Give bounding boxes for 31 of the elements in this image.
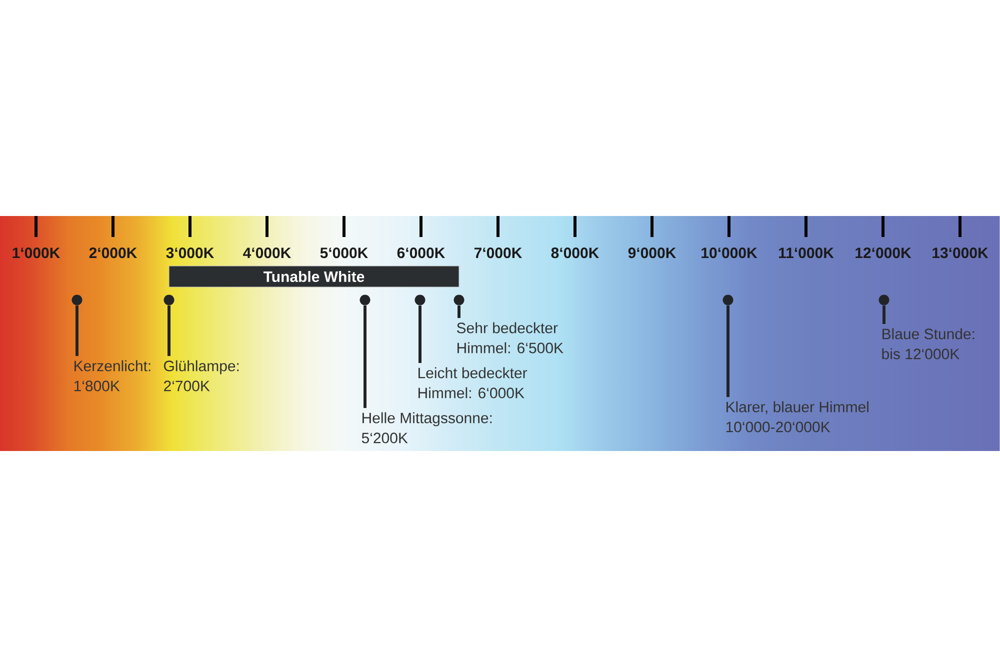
tick-label: 11‘000K	[779, 248, 834, 258]
leader-line	[76, 306, 78, 356]
marker-dot	[164, 294, 174, 306]
marker-dot	[414, 294, 426, 306]
leader-line	[418, 306, 422, 363]
tick-label: 13‘000K	[932, 248, 988, 258]
leader-line	[168, 306, 170, 356]
range-bar: Tunable White	[168, 266, 460, 288]
leader-line	[458, 306, 460, 318]
leader-line	[364, 306, 366, 408]
callout-text: Kerzenlicht: 1‘800K	[74, 360, 150, 392]
leader-line	[882, 306, 886, 324]
tick-label: 7‘000K	[474, 248, 522, 258]
leader-line	[726, 306, 730, 397]
callout-text: Leicht bedeckter Himmel: 6‘000K	[418, 367, 528, 398]
tick-label: 5‘000K	[320, 248, 368, 258]
callout-text: Klarer, blauer Himmel 10‘000-20‘000K	[726, 401, 868, 432]
marker-dot	[454, 294, 464, 306]
marker-dot	[878, 294, 890, 306]
tick-label: 6‘000K	[397, 248, 446, 258]
tick-label: 10‘000K	[702, 248, 758, 258]
callout-text: Glühlampe: 2‘700K	[164, 360, 239, 392]
marker-dot	[722, 294, 734, 306]
marker-dot	[360, 294, 370, 306]
tick-label: 8‘000K	[551, 248, 600, 258]
callout-text: Helle Mittagssonne: 5‘200K	[362, 412, 492, 444]
marker-dot	[72, 294, 82, 306]
callout-text: Sehr bedeckter Himmel: 6‘500K	[456, 322, 564, 354]
callout-text: Blaue Stunde: bis 12‘000K	[882, 328, 974, 360]
tick-label: 3‘000K	[166, 248, 214, 258]
tick-label: 2‘000K	[89, 248, 138, 258]
